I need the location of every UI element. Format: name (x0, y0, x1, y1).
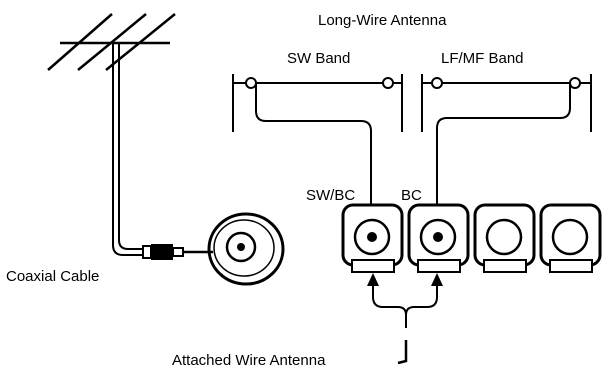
terminal-3 (473, 203, 536, 273)
coaxial-jack (207, 212, 285, 286)
terminal-sw-bc (341, 203, 404, 273)
arrow-up-right (431, 273, 443, 286)
arrow-up-left (367, 273, 379, 286)
lf-mf-band-label: LF/MF Band (441, 50, 524, 67)
coaxial-plug (142, 244, 213, 260)
outdoor-antenna (47, 13, 176, 71)
terminal-bc (407, 203, 470, 273)
coaxial-cable-label: Coaxial Cable (6, 268, 99, 285)
lead-in-wires (255, 83, 571, 236)
terminal-4 (539, 203, 602, 273)
lf-mf-band-wire (421, 74, 592, 132)
attached-wire-arrows (367, 273, 443, 365)
long-wire-antenna-label: Long-Wire Antenna (318, 12, 447, 29)
sw-bc-label: SW/BC (306, 187, 355, 204)
sw-band-label: SW Band (287, 50, 350, 67)
coaxial-cable (112, 43, 143, 256)
bc-label: BC (401, 187, 422, 204)
sw-band-wire (232, 74, 403, 132)
attached-wire-antenna-label: Attached Wire Antenna (172, 352, 326, 369)
